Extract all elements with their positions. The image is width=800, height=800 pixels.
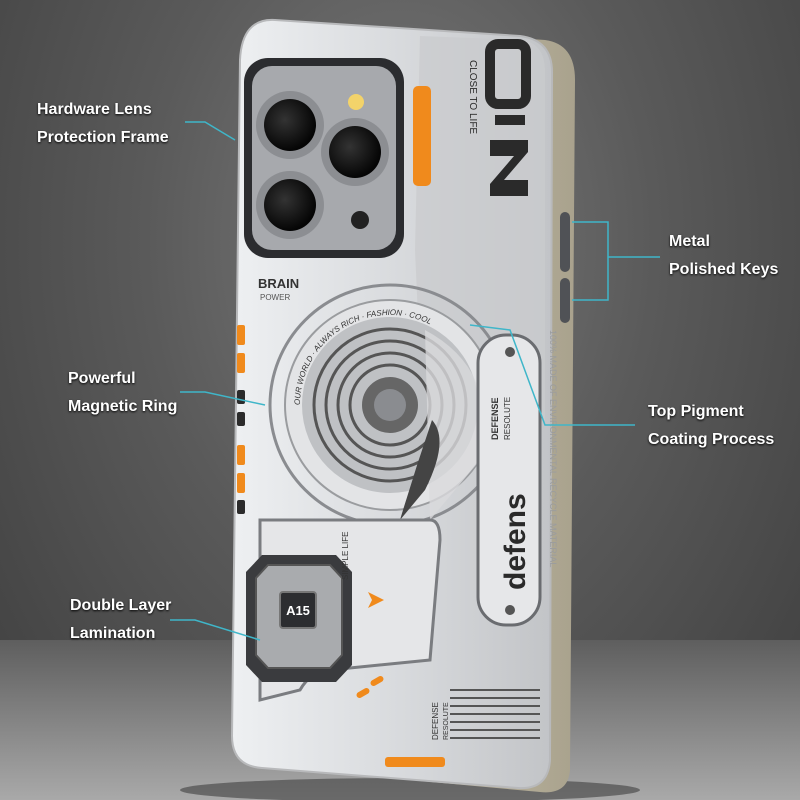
case-shadow — [180, 778, 640, 800]
callout-lens-frame-line1: Hardware Lens — [37, 101, 152, 118]
bottom-defense-text: DEFENSE — [431, 702, 440, 740]
chip-label: A15 — [286, 603, 310, 618]
orange-accent-bar — [413, 86, 431, 186]
callout-keys-line2: Polished Keys — [669, 261, 779, 278]
brain-text: BRAIN — [258, 276, 299, 291]
callout-keys-line1: Metal — [669, 233, 710, 250]
callout-coating-line1: Top Pigment — [648, 403, 744, 420]
callout-magnetic-ring-line1: Powerful — [68, 370, 136, 387]
defens-plate — [476, 333, 542, 627]
n10-logo — [485, 39, 531, 196]
simple-life-text: SIMPLE LIFE — [341, 532, 350, 580]
callout-lens-frame-line2: Protection Frame — [37, 129, 169, 146]
orange-side-stripes — [237, 325, 245, 493]
close-to-life-text: CLOSE TO LIFE — [467, 60, 478, 134]
callout-magnetic-ring-line2: Magnetic Ring — [68, 398, 178, 415]
orange-dashes — [356, 676, 384, 698]
callout-coating: Top Pigment Coating Process — [648, 398, 774, 454]
volume-up-key — [560, 212, 570, 272]
chip-module: A15 — [246, 555, 352, 682]
callout-lamination-line1: Double Layer — [70, 597, 172, 614]
defense-text: DEFENSE — [490, 397, 500, 440]
camera-lenses — [256, 91, 389, 239]
bottom-orange-bar — [385, 757, 445, 767]
ring-slot-cover — [425, 330, 485, 520]
barcode-stripes — [450, 689, 540, 739]
callout-lens-frame: Hardware Lens Protection Frame — [37, 96, 169, 152]
orange-chevron — [368, 592, 384, 608]
ring-slot — [400, 420, 440, 520]
callout-lines — [170, 121, 660, 641]
resolute-text: RESOLUTE — [503, 397, 512, 440]
callout-lamination-line2: Lamination — [70, 625, 156, 642]
callout-coating-line2: Coating Process — [648, 431, 775, 448]
bottom-resolute-text: RESOLUTE — [443, 702, 450, 740]
defens-text: defens — [499, 493, 532, 590]
callout-keys: Metal Polished Keys — [669, 228, 778, 284]
power-text: POWER — [260, 293, 290, 302]
side-text: 100% MADE OF ENVIRONMENTAL RECYCLE MATER… — [548, 330, 558, 567]
volume-down-key — [560, 278, 570, 323]
callout-magnetic-ring: Powerful Magnetic Ring — [68, 365, 177, 421]
callout-lamination: Double Layer Lamination — [70, 592, 171, 648]
